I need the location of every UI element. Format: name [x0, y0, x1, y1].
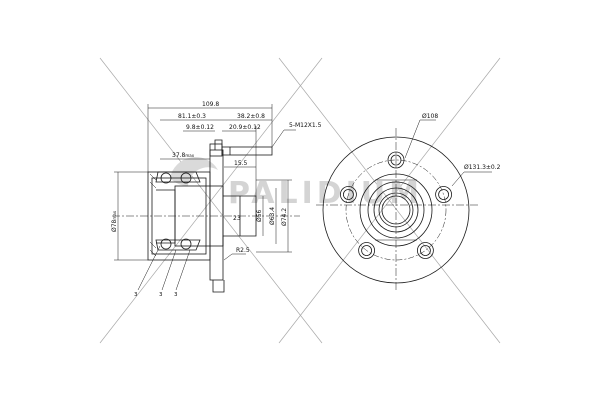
- bore-ring: [373, 187, 419, 233]
- stud-hole: [358, 242, 376, 259]
- stud-hole-inner: [342, 189, 354, 200]
- dim-dia-2: Ø63.4: [269, 207, 276, 225]
- dim-overall-length: 109.8: [202, 101, 219, 108]
- stud-hole: [339, 186, 357, 203]
- bearing-ball: [160, 238, 172, 250]
- hub-ring: [359, 173, 433, 247]
- pcd-leader: [404, 119, 436, 159]
- stud-hole-inner: [361, 245, 373, 256]
- front-dimension-labels: Ø108 Ø131.3±0.2: [422, 113, 501, 171]
- dim-d7: 23: [233, 215, 241, 222]
- callout-leader: [161, 249, 177, 291]
- flange-top-lip: [214, 139, 223, 150]
- hub-flange: [209, 149, 224, 281]
- dim-dia-1: Ø56: [256, 209, 263, 222]
- callout-leader: [175, 249, 191, 291]
- guide-lines: [99, 57, 501, 344]
- bearing-race-bottom: [155, 239, 201, 251]
- side-view: [112, 139, 300, 293]
- side-dimension-labels: 109.8 81.1±0.3 38.2±0.8 9.8±0.12 20.9±0.…: [111, 101, 322, 298]
- flange-dia-leader: [451, 171, 492, 187]
- stud-hole-inner: [390, 154, 402, 166]
- front-view: [316, 119, 492, 292]
- callout-leader: [137, 245, 161, 291]
- dim-d5: 37.8max: [172, 152, 195, 159]
- radius-leader: [223, 253, 246, 261]
- hub-notches: [375, 179, 417, 241]
- bearing-race-top: [155, 171, 201, 183]
- callout-label: 3: [134, 292, 138, 298]
- bore-outline: [156, 189, 176, 244]
- bore-core: [381, 195, 411, 225]
- dim-d1: 81.1±0.3: [178, 113, 206, 120]
- flange-bottom-lip: [212, 280, 225, 293]
- dim-d3: 9.8±0.12: [186, 124, 214, 131]
- seal-hatch: [149, 173, 157, 257]
- dim-d4: 20.9±0.12: [229, 124, 261, 131]
- thread-leader: [271, 129, 296, 148]
- dim-d6: 15.5: [234, 160, 248, 167]
- bore-inner: [378, 192, 414, 228]
- bearing-ball: [160, 172, 172, 184]
- dim-pcd: Ø108: [422, 113, 438, 120]
- dim-dia-3: Ø74.2: [281, 208, 288, 226]
- guide-line: [278, 57, 501, 344]
- bearing-ball: [180, 238, 192, 250]
- stud-hole-inner: [438, 189, 450, 200]
- bearing-ring: [367, 181, 425, 239]
- dim-thread: 5-M12X1.5: [289, 122, 322, 129]
- watermark-swoosh-icon: [170, 157, 218, 186]
- dim-radius: R2.5: [236, 247, 250, 254]
- callout-label: 3: [174, 292, 178, 298]
- bearing-housing-inner: [151, 177, 207, 255]
- stud-hole: [416, 242, 434, 259]
- dim-flange-dia: Ø131.3±0.2: [464, 164, 501, 171]
- pcd-circle: [345, 159, 447, 261]
- wheel-stud: [221, 146, 273, 156]
- callout-label: 3: [159, 292, 163, 298]
- stud-hole: [435, 186, 453, 203]
- side-dimension-lines: [114, 104, 296, 291]
- dim-d2: 38.2±0.8: [237, 113, 265, 120]
- watermark-logo: PALIDIUM: [170, 157, 419, 211]
- guide-line: [99, 57, 323, 344]
- stud-hole-inner: [419, 245, 431, 256]
- bearing-ball: [180, 172, 192, 184]
- flange-outer: [322, 136, 470, 284]
- dim-dia-left: Ø78max: [111, 210, 118, 232]
- stud-hole: [387, 151, 405, 169]
